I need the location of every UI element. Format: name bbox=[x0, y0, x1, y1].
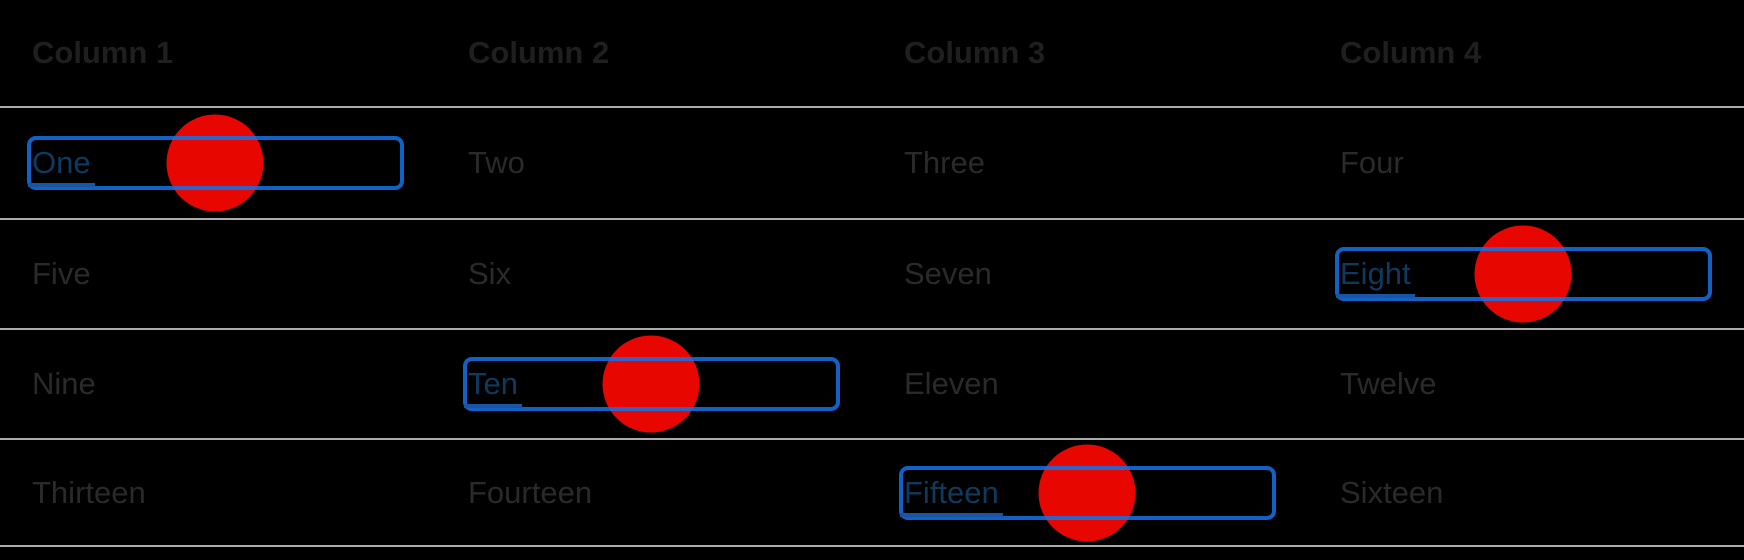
click-indicator bbox=[1038, 444, 1136, 541]
focus-ring bbox=[1335, 247, 1712, 301]
focus-ring bbox=[899, 465, 1276, 520]
table-cell-fourteen[interactable]: Fourteen bbox=[436, 440, 872, 545]
cell-text: Three bbox=[904, 145, 985, 180]
table-cell-six[interactable]: Six bbox=[436, 220, 872, 328]
cell-text: Two bbox=[468, 145, 525, 180]
cell-text: Eight bbox=[1336, 256, 1415, 298]
table-cell-ten[interactable]: Ten bbox=[436, 330, 872, 438]
focus-ring bbox=[463, 357, 840, 411]
click-indicator bbox=[602, 335, 700, 433]
column-header-label: Column 4 bbox=[1340, 35, 1482, 70]
cell-text: Twelve bbox=[1340, 366, 1437, 401]
table-cell-fifteen[interactable]: Fifteen bbox=[872, 440, 1308, 545]
cell-text: Sixteen bbox=[1340, 474, 1444, 510]
cell-text: Thirteen bbox=[32, 474, 146, 510]
column-header-label: Column 2 bbox=[468, 35, 610, 70]
cell-text: Ten bbox=[464, 366, 522, 408]
column-header-4: Column 4 bbox=[1308, 0, 1744, 106]
cell-text: Eleven bbox=[904, 366, 999, 401]
table-cell-four[interactable]: Four bbox=[1308, 108, 1744, 218]
cell-text: One bbox=[28, 145, 95, 187]
table-cell-five[interactable]: Five bbox=[0, 220, 436, 328]
table-cell-thirteen[interactable]: Thirteen bbox=[0, 440, 436, 545]
table-cell-nine[interactable]: Nine bbox=[0, 330, 436, 438]
table-header-row: Column 1 Column 2 Column 3 Column 4 bbox=[0, 0, 1744, 108]
cell-text: Fifteen bbox=[900, 475, 1003, 517]
table-cell-sixteen[interactable]: Sixteen bbox=[1308, 440, 1744, 545]
table-cell-one[interactable]: One bbox=[0, 108, 436, 218]
table-cell-eleven[interactable]: Eleven bbox=[872, 330, 1308, 438]
data-table: Column 1 Column 2 Column 3 Column 4 One … bbox=[0, 0, 1744, 547]
table-row: One Two Three Four bbox=[0, 108, 1744, 220]
cell-text: Seven bbox=[904, 256, 992, 291]
cell-text: Nine bbox=[32, 366, 96, 401]
column-header-2: Column 2 bbox=[436, 0, 872, 106]
cell-text: Five bbox=[32, 256, 91, 291]
click-indicator bbox=[1474, 225, 1572, 323]
column-header-label: Column 1 bbox=[32, 35, 174, 70]
column-header-3: Column 3 bbox=[872, 0, 1308, 106]
cell-text: Fourteen bbox=[468, 474, 593, 510]
focus-ring bbox=[27, 136, 404, 190]
table-cell-seven[interactable]: Seven bbox=[872, 220, 1308, 328]
column-header-label: Column 3 bbox=[904, 35, 1046, 70]
cell-text: Four bbox=[1340, 145, 1404, 180]
table-row: Five Six Seven Eight bbox=[0, 220, 1744, 330]
table-cell-three[interactable]: Three bbox=[872, 108, 1308, 218]
table-row: Thirteen Fourteen Fifteen Sixteen bbox=[0, 440, 1744, 547]
table-cell-eight[interactable]: Eight bbox=[1308, 220, 1744, 328]
table-row: Nine Ten Eleven Twelve bbox=[0, 330, 1744, 440]
column-header-1: Column 1 bbox=[0, 0, 436, 106]
cell-text: Six bbox=[468, 256, 512, 291]
table-cell-twelve[interactable]: Twelve bbox=[1308, 330, 1744, 438]
click-indicator bbox=[166, 114, 264, 212]
table-cell-two[interactable]: Two bbox=[436, 108, 872, 218]
